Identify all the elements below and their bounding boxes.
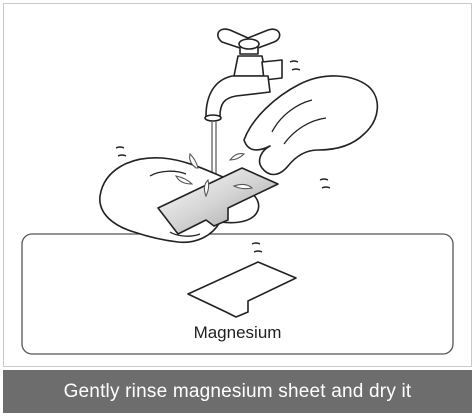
caption-text: Gently rinse magnesium sheet and dry it <box>64 381 412 403</box>
instruction-caption: Gently rinse magnesium sheet and dry it <box>3 370 472 413</box>
motion-lines-icon <box>290 61 300 70</box>
magnesium-sheet-icon <box>188 262 296 317</box>
water-stream-icon <box>212 122 216 180</box>
magnesium-label: Magnesium <box>0 323 475 343</box>
rinse-illustration <box>0 0 475 370</box>
